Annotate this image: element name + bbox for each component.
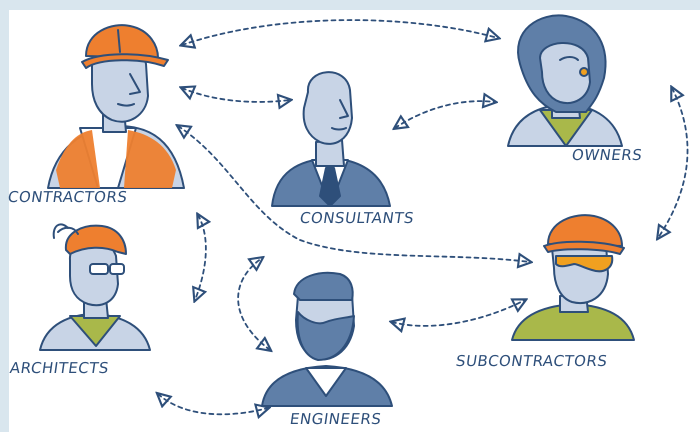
connector-owners-subcontractors xyxy=(658,88,689,238)
label-subcontractors: SUBCONTRACTORS xyxy=(454,352,609,370)
label-engineers: ENGINEERS xyxy=(288,410,383,428)
engineer-figure xyxy=(261,271,393,407)
connector-contractors-owners xyxy=(182,19,498,45)
connector-consultants-owners xyxy=(395,101,495,128)
label-owners: OWNERS xyxy=(570,146,644,164)
connector-contractors-consultants xyxy=(182,88,290,102)
connector-engineers-consultants xyxy=(237,258,270,350)
label-consultants: CONSULTANTS xyxy=(298,209,416,227)
contractor-figure xyxy=(47,24,185,189)
label-contractors: CONTRACTORS xyxy=(6,188,129,206)
connector-architects-engineers xyxy=(158,394,268,414)
owner-figure xyxy=(507,14,623,147)
connector-contractors-architects xyxy=(195,215,206,300)
connector-engineers-subcontractors xyxy=(392,300,525,326)
subcontractor-figure xyxy=(511,214,635,341)
connector-contractors-subcontractors xyxy=(178,126,530,262)
architect-figure xyxy=(39,223,151,351)
label-architects: ARCHITECTS xyxy=(8,359,111,377)
consultant-figure xyxy=(271,71,391,207)
